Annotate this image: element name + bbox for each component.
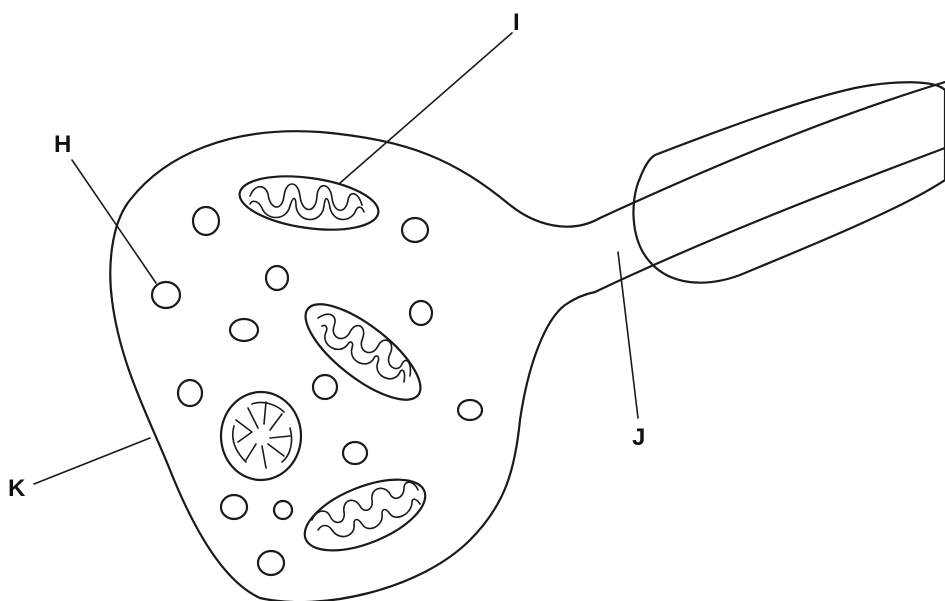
vesicle bbox=[193, 207, 219, 235]
vesicle bbox=[178, 380, 202, 406]
axon-upper-edge bbox=[600, 82, 945, 218]
vesicle bbox=[274, 501, 292, 519]
vesicle bbox=[458, 400, 482, 420]
mitochondrion-4 bbox=[221, 392, 301, 480]
label-k: K bbox=[8, 475, 26, 502]
leader-line-i bbox=[340, 33, 512, 183]
leader-line-h bbox=[72, 160, 156, 283]
vesicle bbox=[152, 282, 180, 308]
mitochondrion-1 bbox=[236, 169, 382, 238]
vesicle bbox=[313, 375, 337, 399]
vesicle bbox=[266, 266, 288, 290]
label-i: I bbox=[513, 9, 520, 36]
mitochondrion-2 bbox=[292, 288, 434, 415]
mitochondrion-3 bbox=[295, 465, 435, 565]
vesicle bbox=[402, 218, 428, 242]
leader-line-k bbox=[34, 438, 150, 484]
label-j: J bbox=[632, 424, 645, 451]
vesicle bbox=[230, 319, 258, 341]
vesicle bbox=[258, 551, 284, 575]
terminal-membrane bbox=[110, 131, 600, 601]
label-h: H bbox=[54, 131, 71, 158]
vesicle bbox=[343, 442, 367, 464]
vesicle bbox=[410, 301, 432, 325]
axon-lower-edge bbox=[595, 148, 945, 292]
synaptic-vesicles bbox=[152, 207, 482, 575]
vesicle bbox=[221, 495, 247, 519]
